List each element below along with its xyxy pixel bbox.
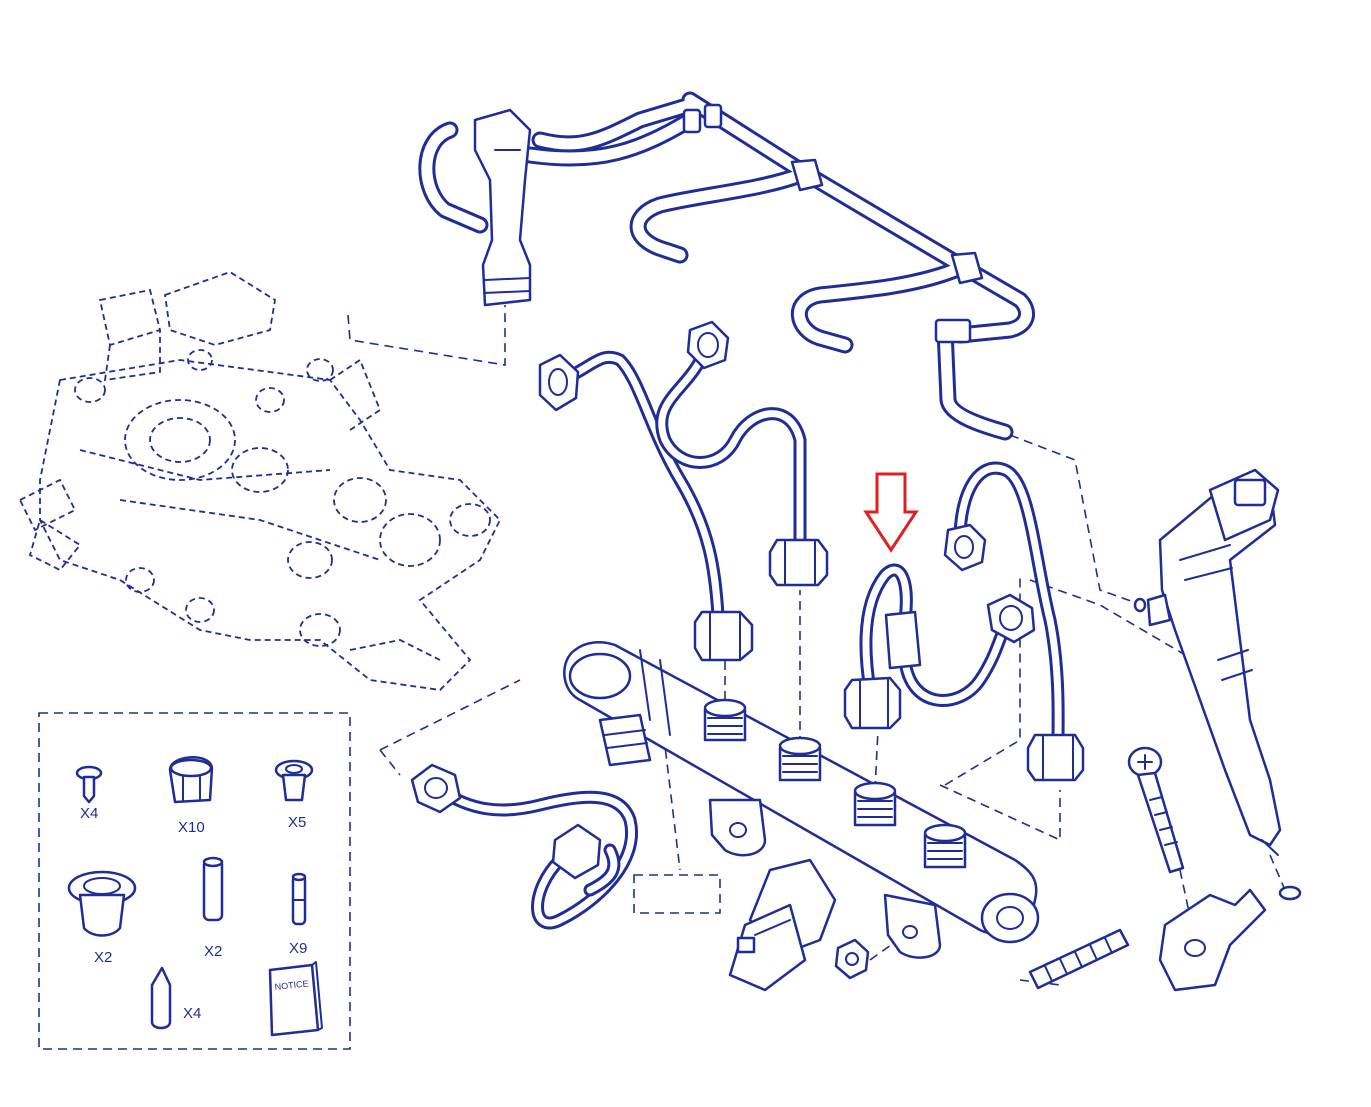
pipe-nut [843,676,902,730]
high-pressure-pump-ghost [18,271,502,691]
pin-icon [291,872,307,926]
hex-nut [834,938,870,980]
notice-label: NOTICE [274,978,309,992]
seal-kit-box: X4 X10 X5 X2 X2 [38,712,351,1050]
pipe-nut [410,763,462,814]
large-grommet-qty: X2 [94,949,112,966]
pipe-nut [686,320,730,370]
rail-outlet [923,823,967,869]
high-pressure-pipes [410,320,1085,930]
pipe-nut [943,523,987,572]
cone-tip-qty: X4 [183,1005,201,1022]
fuel-return-hose-assembly [418,91,1035,441]
pin-qty: X9 [289,940,307,957]
cap-qty: X10 [178,819,205,836]
cone-tip-icon [150,966,172,1030]
notice-booklet-icon: NOTICE [268,961,323,1037]
pipe-nut [538,353,580,412]
fuel-injector [1133,468,1282,856]
injector-clamp [1158,888,1267,992]
pipe-nut [986,593,1036,644]
grommet-qty: X5 [288,814,306,831]
pipe-nut [693,610,754,662]
sleeve-qty: X2 [204,943,222,960]
rail-outlet [853,781,897,827]
pipe-nut [551,823,602,880]
highlight-arrow [863,472,919,553]
stud-bolt [1028,928,1130,990]
injector-seal-ring [1278,885,1302,901]
sleeve-icon [202,856,224,922]
injector-clamp-bolt [1127,746,1185,874]
cap-icon [168,756,214,804]
rail-outlet [703,698,747,742]
grommet-icon [274,759,314,802]
pipe-sleeve [884,610,922,670]
screw-icon [75,765,103,804]
pipe-nut [1026,733,1085,782]
rail-pressure-sensor [728,858,837,992]
rail-outlet [778,736,822,782]
pipe-nut [768,538,829,587]
common-rail [563,641,1040,959]
large-grommet-icon [67,870,137,937]
screw-qty: X4 [80,805,98,822]
